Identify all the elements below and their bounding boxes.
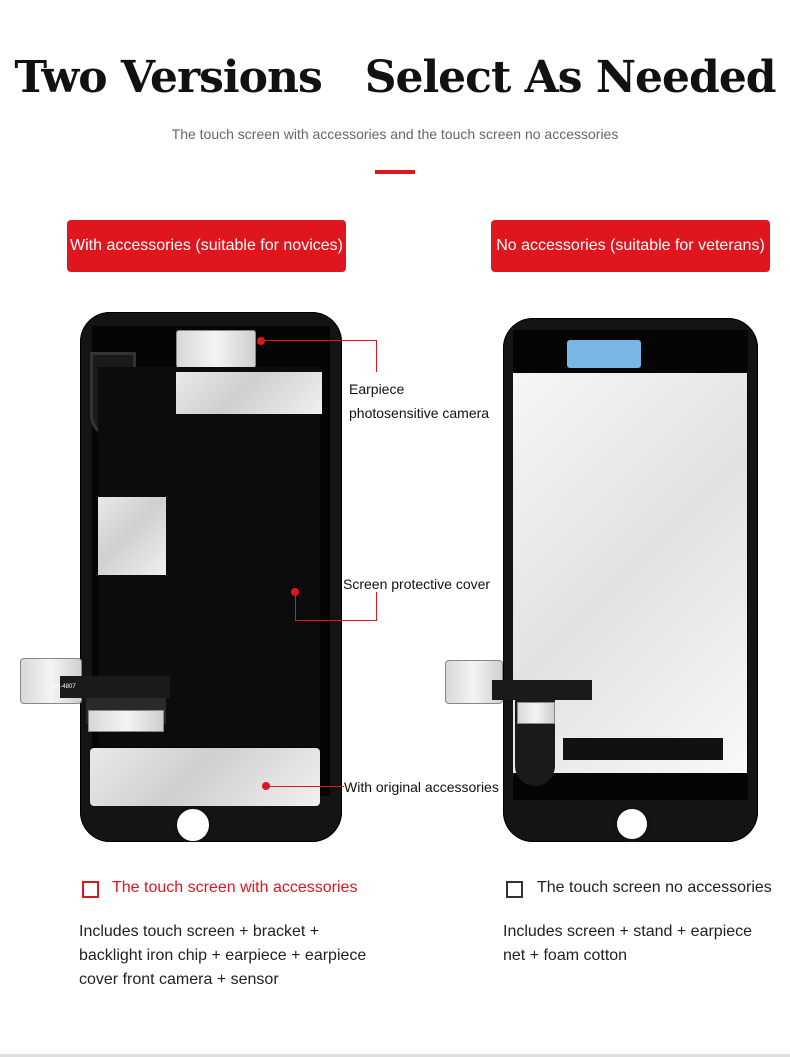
cable-label: SH-4807 <box>52 684 76 690</box>
bottom-divider <box>0 1054 790 1057</box>
description-line: Includes touch screen + bracket + <box>79 923 320 940</box>
description-line: Includes screen + stand + earpiece <box>503 923 753 940</box>
annotation-line-cover <box>295 620 377 621</box>
description-no-accessories: Includes screen + stand + earpiece net +… <box>503 920 773 968</box>
description-line: cover front camera + sensor <box>79 971 279 988</box>
iron-plate-top <box>176 372 322 414</box>
annotation-camera: photosensitive camera <box>349 405 490 421</box>
home-button-hole-right <box>614 806 650 842</box>
phone-with-accessories-image <box>80 312 342 842</box>
iron-plate-left <box>98 497 166 575</box>
display-flex-cable-right <box>492 680 592 700</box>
display-flex-cable <box>60 676 170 698</box>
iron-plate-bottom <box>90 748 320 806</box>
annotation-cover: Screen protective cover <box>343 576 491 592</box>
checkbox-no-accessories[interactable] <box>506 881 523 898</box>
annotation-line-earpiece-v <box>376 340 377 372</box>
earpiece-bracket <box>176 330 256 368</box>
option-label-with-accessories: The touch screen with accessories <box>112 879 358 896</box>
annotation-line-cover-v <box>295 592 296 620</box>
description-with-accessories: Includes touch screen + bracket + backli… <box>79 920 399 992</box>
description-line: backlight iron chip + earpiece + earpiec… <box>79 947 367 964</box>
annotation-dot-earpiece <box>257 337 265 345</box>
bottom-connector-right <box>517 702 555 724</box>
option-label-no-accessories: The touch screen no accessories <box>537 879 772 896</box>
tag-no-accessories: No accessories (suitable for veterans) <box>491 220 770 272</box>
home-button-hole <box>174 806 212 842</box>
annotation-line-earpiece <box>261 340 377 341</box>
annotation-line-cover-v2 <box>376 592 377 620</box>
checkbox-with-accessories[interactable] <box>82 881 99 898</box>
tag-with-accessories: With accessories (suitable for novices) <box>67 220 346 272</box>
title-divider <box>375 170 415 174</box>
page-subtitle: The touch screen with accessories and th… <box>171 126 619 142</box>
phone-no-accessories-image <box>503 318 758 842</box>
earpiece-net <box>567 340 641 368</box>
annotation-accessories: With original accessories <box>344 779 499 795</box>
annotation-earpiece: Earpiece <box>349 381 405 397</box>
description-line: net + foam cotton <box>503 947 628 964</box>
annotation-line-accessories <box>266 786 344 787</box>
page-title: Two Versions Select As Needed <box>14 52 776 103</box>
bottom-flex-right <box>563 738 723 760</box>
bottom-connector <box>88 710 164 732</box>
